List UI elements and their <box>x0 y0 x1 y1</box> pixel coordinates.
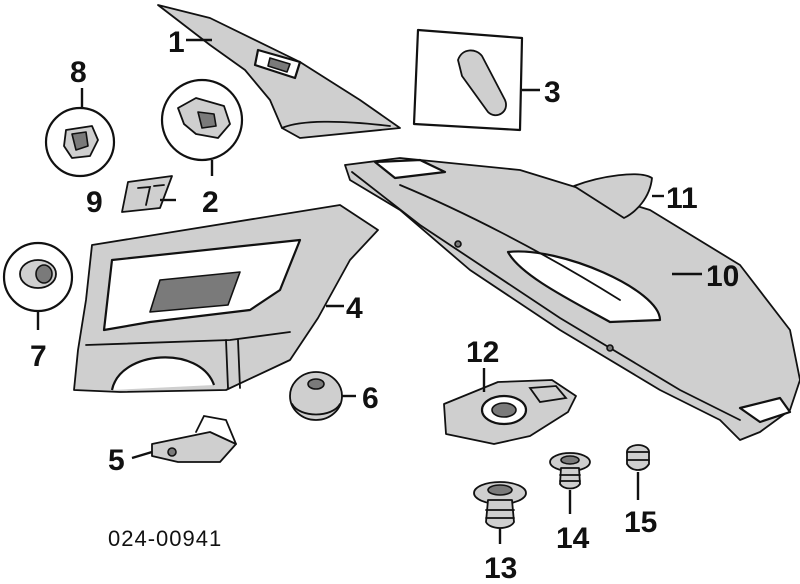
callout-9: 9 <box>86 186 103 219</box>
part-2-fastener[interactable] <box>160 78 244 162</box>
callout-5: 5 <box>108 444 125 477</box>
part-9-clip[interactable] <box>121 175 173 213</box>
callout-11: 11 <box>666 182 698 215</box>
callout-1: 1 <box>168 26 185 59</box>
drawing-code: 024-00941 <box>108 526 222 551</box>
part-13-push-rivet[interactable] <box>473 481 527 529</box>
part-11-trim-cover[interactable] <box>573 173 653 219</box>
part-15-plug[interactable] <box>626 444 650 471</box>
part-4-quarter-trim-panel[interactable] <box>73 204 379 393</box>
part-8-clip[interactable] <box>44 106 116 178</box>
part-3-trim-insert[interactable] <box>412 28 524 132</box>
part-14-push-rivet[interactable] <box>549 452 591 490</box>
leader-lines <box>36 38 702 544</box>
part-1-upper-trim-panel[interactable] <box>157 4 401 139</box>
callout-4: 4 <box>346 292 363 325</box>
callout-3: 3 <box>544 76 561 109</box>
callout-7: 7 <box>30 340 47 373</box>
callout-14: 14 <box>556 522 590 555</box>
callout-10: 10 <box>706 260 739 293</box>
part-5-bracket[interactable] <box>151 414 237 463</box>
callout-15: 15 <box>624 506 657 539</box>
part-10-package-tray[interactable] <box>344 157 800 441</box>
callout-12: 12 <box>466 336 499 369</box>
part-6-grommet[interactable] <box>289 371 343 421</box>
part-7-retainer[interactable] <box>2 241 74 313</box>
callout-8: 8 <box>70 56 87 89</box>
callout-6: 6 <box>362 382 379 415</box>
callout-2: 2 <box>202 186 219 219</box>
callout-13: 13 <box>484 552 517 584</box>
part-12-speaker-housing[interactable] <box>443 379 577 445</box>
callout-labels: 1 2 3 4 5 6 7 8 9 10 11 12 13 14 15 <box>30 26 739 584</box>
